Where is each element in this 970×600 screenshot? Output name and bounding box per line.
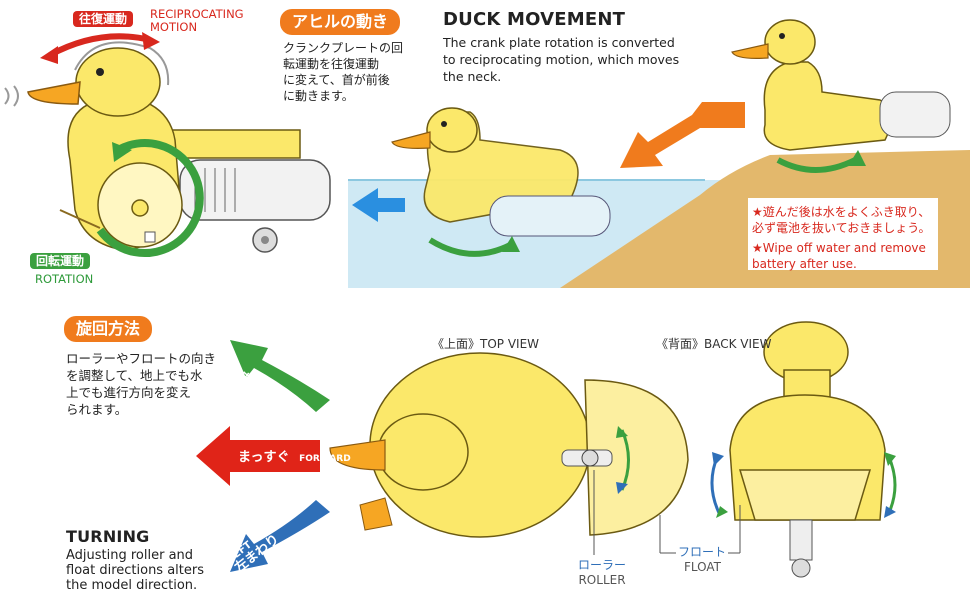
rotation-jp-badge: 回転運動 [30,253,91,269]
float-label: フロート FLOAT [678,545,726,575]
right-turn-arrow [230,340,330,412]
roller-label: ローラー ROLLER [578,558,626,588]
forward-arrow [196,426,320,486]
top-view-duck [329,352,689,555]
warning-text: ★遊んだ後は水をよくふき取り、 必ず電池を抜いておきましょう。 ★Wipe of… [752,204,938,272]
float-en: FLOAT [684,560,722,574]
top-view-label: 《上面》TOP VIEW [432,337,540,351]
duck-movement-jp-line: に動きます。 [283,89,354,103]
roller-en: ROLLER [578,573,626,587]
duck-movement-jp-text: クランクプレートの回 転運動を往復運動 に変えて、首が前後 に動きます。 [283,40,418,104]
turning-badge: 旋回方法 [64,316,153,342]
turning-title: TURNING [66,527,150,546]
back-view-label: 《背面》BACK VIEW [656,337,772,351]
reciprocating-en-line2: MOTION [150,20,198,34]
duck-movement-jp-line: クランクプレートの回 [283,41,404,55]
top-left-duck-mechanism [4,32,331,257]
rotation-en: ROTATION [35,272,94,286]
reciprocating-label: 往復運動 [73,8,134,27]
warning-jp-line: ★遊んだ後は水をよくふき取り、 [752,205,931,219]
back-view-duck [710,321,897,578]
duck-movement-title: DUCK MOVEMENT [443,9,626,30]
left-turn-arrow [230,500,330,572]
warning-jp-line: 必ず電池を抜いておきましょう。 [752,221,931,235]
turning-jp-line: を調整して、地上でも水 [66,368,203,383]
turning-arrows [196,340,330,572]
arrow-bent-orange [620,102,745,168]
duck-movement-badge: アヒルの動き [280,9,401,35]
duck-movement-en-line: the neck. [443,69,502,84]
warning-en-line: ★Wipe off water and remove [752,241,926,255]
arrow-left-blue [352,188,405,222]
forward-label: まっすぐ FORWARD [238,446,351,465]
duck-movement-jp-line: に変えて、首が前後 [283,73,390,87]
rotation-label: 回転運動 [30,250,91,269]
forward-en: FORWARD [299,454,351,464]
warning-en-line: battery after use. [752,257,857,271]
duck-movement-en-line: The crank plate rotation is converted [443,35,675,50]
turning-jp-line: ローラーやフロートの向き [66,351,217,366]
duck-movement-scene [348,19,970,288]
warning-box [748,198,938,270]
roller-jp: ローラー [578,558,627,572]
duck-movement-en-line: to reciprocating motion, which moves [443,52,680,67]
duck-movement-en-text: The crank plate rotation is converted to… [443,34,713,85]
reciprocating-en: RECIPROCATING MOTION [150,8,244,34]
turning-en-line: float directions alters [66,563,205,578]
turning-jp-line: られます。 [66,402,128,417]
turning-en-text: Adjusting roller and float directions al… [66,548,226,593]
float-jp: フロート [678,545,727,559]
reciprocating-jp-badge: 往復運動 [73,11,134,27]
turning-jp-text: ローラーやフロートの向き を調整して、地上でも水 上でも進行方向を変え られます… [66,350,236,418]
turning-en-line: the model direction. [66,578,198,593]
forward-jp: まっすぐ [238,450,290,465]
turning-jp-line: 上でも進行方向を変え [66,385,192,400]
duck-movement-jp-line: 転運動を往復運動 [283,57,380,71]
reciprocating-en-line1: RECIPROCATING [150,7,244,21]
turning-en-line: Adjusting roller and [66,548,194,563]
